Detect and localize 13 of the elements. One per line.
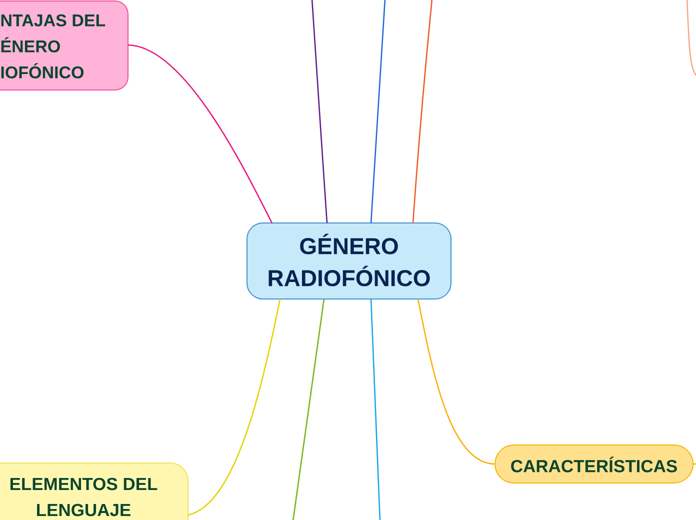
connector-line bbox=[128, 44, 273, 224]
connector-line bbox=[412, 0, 433, 224]
topic-box: ELEMENTOS DEL LENGUAJE bbox=[0, 462, 188, 520]
connector-line bbox=[370, 298, 381, 520]
topic-box: GÉNERO RADIOFÓNICO bbox=[246, 222, 452, 300]
connector-line bbox=[188, 298, 281, 516]
connector-line bbox=[417, 298, 496, 465]
topic-box: CARACTERÍSTICAS bbox=[494, 444, 694, 484]
topic-box: NTAJAS DEL ÉNERO IOFÓNICO bbox=[0, 0, 128, 90]
connector-line bbox=[311, 0, 328, 224]
connector-line bbox=[693, 463, 696, 465]
connector-line bbox=[292, 298, 325, 520]
connector-line bbox=[370, 0, 386, 224]
